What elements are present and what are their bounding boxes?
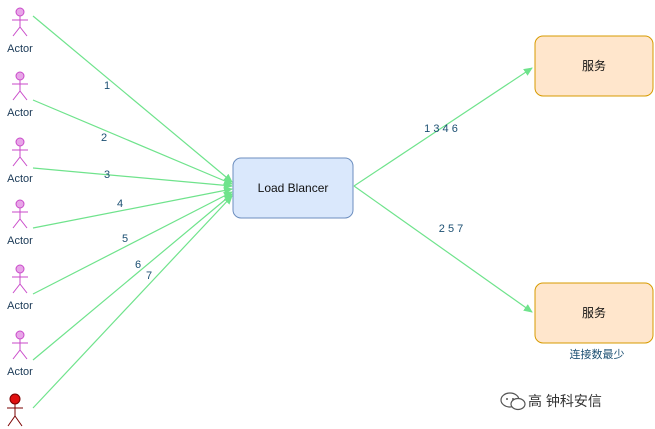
wechat-icon — [500, 392, 526, 411]
outgoing-edges — [353, 67, 533, 313]
actor-label: Actor — [7, 366, 33, 378]
actor-label: Actor — [7, 43, 33, 55]
actor-4: Actor — [7, 199, 33, 247]
service-1-label: 服务 — [582, 58, 606, 73]
watermark-text: 高 钟科安信 — [528, 393, 602, 409]
service-node-1: 服务 — [534, 35, 654, 97]
edge-label-3: 3 — [104, 169, 110, 181]
edge-label-4: 4 — [117, 198, 123, 210]
actor-5: Actor — [7, 264, 33, 312]
edge-3 — [32, 167, 233, 190]
actor-7-red — [7, 393, 23, 427]
edge-label-7: 7 — [146, 270, 152, 282]
edge-5 — [32, 191, 233, 295]
watermark: 高 钟科安信 — [500, 392, 602, 411]
incoming-edge-labels: 1 2 3 4 5 6 7 — [101, 80, 152, 282]
actor-label: Actor — [7, 235, 33, 247]
actor-label: Actor — [7, 107, 33, 119]
actor-1: Actor — [7, 7, 33, 55]
edge-2 — [32, 99, 233, 185]
actor-2: Actor — [7, 71, 33, 119]
load-balancer-node: Load Blancer — [232, 157, 354, 219]
actor-6: Actor — [7, 330, 33, 378]
edge-4 — [32, 186, 233, 229]
service-1-edge-label: 1 3 4 6 — [424, 123, 458, 135]
edge-7 — [32, 195, 233, 409]
load-balancer-label: Load Blancer — [258, 181, 329, 195]
actor-3: Actor — [7, 137, 33, 185]
incoming-edges — [32, 15, 233, 409]
edge-label-6: 6 — [135, 259, 141, 271]
service-2-edge-label: 2 5 7 — [439, 223, 463, 235]
actor-label: Actor — [7, 300, 33, 312]
edge-label-1: 1 — [104, 80, 110, 92]
edge-label-5: 5 — [122, 233, 128, 245]
actor-label: Actor — [7, 173, 33, 185]
edge-to-service-1 — [353, 67, 533, 187]
service-2-label: 服务 — [582, 305, 606, 320]
edge-1 — [32, 15, 233, 183]
least-connections-note: 连接数最少 — [570, 348, 625, 361]
edge-label-2: 2 — [101, 132, 107, 144]
edge-6 — [32, 193, 233, 361]
edge-to-service-2 — [353, 185, 533, 313]
service-node-2: 服务 — [534, 282, 654, 344]
